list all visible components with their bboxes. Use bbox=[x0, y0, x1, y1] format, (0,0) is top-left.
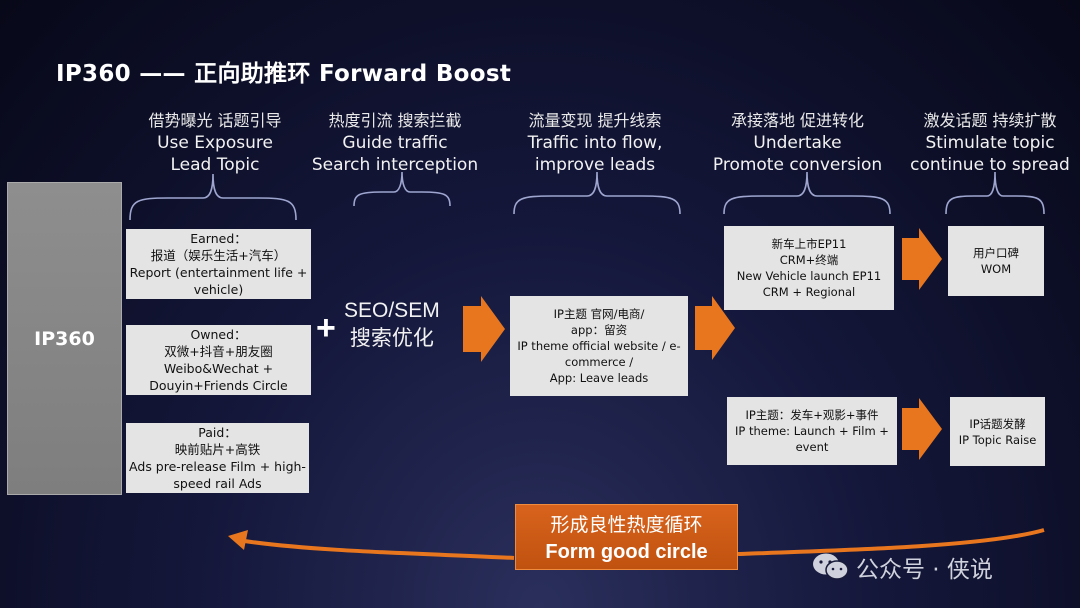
column-header-en2: Search interception bbox=[311, 155, 479, 175]
paid-en2: speed rail Ads bbox=[173, 476, 262, 491]
brace-traffic bbox=[353, 171, 451, 207]
topic-raise-box: IP话题发酵 IP Topic Raise bbox=[950, 397, 1045, 466]
column-header-en1: Use Exposure bbox=[157, 133, 273, 153]
earned-box: Earned： 报道（娱乐生活+汽车） Report (entertainmen… bbox=[126, 229, 311, 299]
arrow-right-icon bbox=[695, 296, 735, 360]
new-vehicle-box: 新车上市EP11 CRM+终端 New Vehicle launch EP11 … bbox=[724, 226, 894, 310]
new-vehicle-cn1: 新车上市EP11 bbox=[771, 237, 847, 251]
arrow-right-icon bbox=[902, 398, 942, 460]
topic-raise-cn: IP话题发酵 bbox=[969, 416, 1026, 431]
launch-box: IP主题：发车+观影+事件 IP theme: Launch + Film + … bbox=[727, 397, 897, 465]
column-header-en1: Stimulate topic bbox=[925, 133, 1055, 153]
column-header-en1: Traffic into flow, bbox=[527, 133, 663, 153]
wom-en: WOM bbox=[980, 262, 1012, 276]
ip360-block: IP360 bbox=[7, 182, 122, 495]
ip-theme-en1: IP theme official website / e- bbox=[517, 339, 681, 353]
earned-en1: Report (entertainment life + bbox=[129, 265, 308, 280]
ip-theme-en2: commerce / bbox=[564, 355, 634, 369]
column-header-flow: 流量变现 提升线索 Traffic into flow, improve lea… bbox=[500, 110, 690, 176]
ip-theme-cn2: app：留资 bbox=[570, 323, 628, 337]
watermark: 公众号 · 侠说 bbox=[812, 550, 993, 584]
watermark-text: 公众号 · 侠说 bbox=[856, 557, 993, 583]
brace-flow bbox=[513, 171, 681, 215]
ip-theme-box: IP主题 官网/电商/ app：留资 IP theme official web… bbox=[510, 296, 688, 396]
paid-label: Paid： bbox=[198, 425, 237, 440]
column-header-cn: 热度引流 搜索拦截 bbox=[328, 111, 462, 130]
column-header-conversion: 承接落地 促进转化 Undertake Promote conversion bbox=[700, 110, 895, 176]
seo-sem-cn: 搜索优化 bbox=[349, 327, 434, 350]
column-header-en1: Undertake bbox=[753, 133, 842, 153]
column-header-cn: 激发话题 持续扩散 bbox=[923, 111, 1057, 130]
cycle-arc-left-icon bbox=[228, 530, 515, 560]
owned-box: Owned： 双微+抖音+朋友圈 Weibo&Wechat + Douyin+F… bbox=[126, 325, 311, 395]
column-header-cn: 承接落地 促进转化 bbox=[730, 111, 865, 130]
column-header-cn: 借势曝光 话题引导 bbox=[148, 111, 282, 130]
column-header-en2: Promote conversion bbox=[712, 155, 883, 175]
arrow-right-icon bbox=[902, 228, 942, 290]
launch-cn: IP主题：发车+观影+事件 bbox=[745, 408, 879, 422]
owned-en2: Douyin+Friends Circle bbox=[149, 378, 288, 393]
paid-cn: 映前贴片+高铁 bbox=[174, 442, 261, 457]
paid-box: Paid： 映前贴片+高铁 Ads pre-release Film + hig… bbox=[126, 423, 309, 493]
owned-label: Owned： bbox=[190, 327, 247, 342]
arrow-right-icon bbox=[463, 296, 505, 362]
good-circle-en: Form good circle bbox=[545, 541, 708, 563]
ip-theme-cn1: IP主题 官网/电商/ bbox=[553, 307, 645, 321]
new-vehicle-cn2: CRM+终端 bbox=[779, 253, 839, 267]
earned-label: Earned： bbox=[190, 231, 247, 246]
new-vehicle-en1: New Vehicle launch EP11 bbox=[736, 269, 882, 283]
page-title: IP360 —— 正向助推环 Forward Boost bbox=[56, 61, 512, 87]
seo-sem-label: SEO/SEM 搜索优化 bbox=[344, 297, 440, 353]
owned-cn: 双微+抖音+朋友圈 bbox=[164, 344, 273, 359]
launch-en1: IP theme: Launch + Film + bbox=[735, 424, 889, 438]
paid-en1: Ads pre-release Film + high- bbox=[129, 459, 306, 474]
column-header-traffic: 热度引流 搜索拦截 Guide traffic Search intercept… bbox=[300, 110, 490, 176]
plus-sign: + bbox=[316, 309, 336, 347]
earned-en2: vehicle) bbox=[193, 282, 244, 297]
column-header-en2: improve leads bbox=[534, 155, 656, 175]
column-header-en2: continue to spread bbox=[910, 155, 1070, 175]
column-header-exposure: 借势曝光 话题引导 Use Exposure Lead Topic bbox=[115, 110, 315, 176]
topic-raise-en: IP Topic Raise bbox=[958, 432, 1037, 447]
seo-sem-en: SEO/SEM bbox=[344, 299, 440, 322]
column-header-cn: 流量变现 提升线索 bbox=[528, 111, 662, 130]
brace-spread bbox=[945, 171, 1045, 215]
column-header-en1: Guide traffic bbox=[342, 133, 448, 153]
good-circle-box: 形成良性热度循环 Form good circle bbox=[515, 504, 738, 570]
wom-box: 用户口碑 WOM bbox=[948, 226, 1044, 296]
column-header-spread: 激发话题 持续扩散 Stimulate topic continue to sp… bbox=[900, 110, 1080, 176]
owned-en1: Weibo&Wechat + bbox=[163, 361, 274, 376]
wechat-icon bbox=[813, 553, 849, 580]
brace-conversion bbox=[723, 171, 891, 215]
wom-cn: 用户口碑 bbox=[973, 246, 1019, 260]
brace-exposure bbox=[129, 173, 297, 221]
launch-en2: event bbox=[795, 440, 829, 454]
column-header-en2: Lead Topic bbox=[170, 155, 260, 175]
new-vehicle-en2: CRM + Regional bbox=[762, 285, 856, 299]
good-circle-cn: 形成良性热度循环 bbox=[550, 514, 703, 536]
ip-theme-en3: App: Leave leads bbox=[549, 371, 649, 385]
cycle-arc-right-icon bbox=[738, 528, 1045, 556]
earned-cn: 报道（娱乐生活+汽车） bbox=[150, 248, 287, 263]
